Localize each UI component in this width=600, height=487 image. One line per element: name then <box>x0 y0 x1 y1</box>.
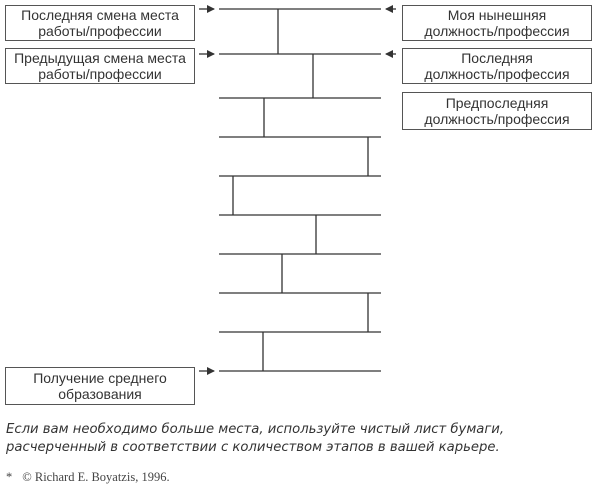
box-line: Предыдущая смена места <box>14 50 186 66</box>
box-line: образования <box>58 386 142 402</box>
copyright-footnote: * © Richard E. Boyatzis, 1996. <box>6 470 170 485</box>
note-line-2: расчерченный в соответствии с количество… <box>6 440 500 455</box>
box-line: Последняя смена места <box>21 7 179 23</box>
footnote-text: © Richard E. Boyatzis, 1996. <box>22 470 170 484</box>
box-line: Моя нынешняя <box>447 7 547 23</box>
box-line: Последняя <box>461 50 533 66</box>
ladder-connectors <box>232 9 369 371</box>
box-line: Предпоследняя <box>445 95 549 111</box>
box-penultimate-position: Предпоследняя должность/профессия <box>402 92 592 130</box>
box-secondary-education: Получение среднего образования <box>5 367 195 405</box>
box-line: Получение среднего <box>33 370 167 386</box>
ladder-rungs <box>219 8 381 372</box>
note-line-1: Если вам необходимо больше места, исполь… <box>6 422 505 437</box>
footnote-marker: * <box>6 470 13 484</box>
box-previous-change-of-place: Предыдущая смена места работы/профессии <box>5 48 195 84</box>
pointer-arrows <box>199 5 396 375</box>
box-current-position: Моя нынешняя должность/профессия <box>402 5 592 41</box>
box-last-change-of-place: Последняя смена места работы/профессии <box>5 5 195 41</box>
box-line: должность/профессия <box>424 66 570 82</box>
box-last-position: Последняя должность/профессия <box>402 48 592 84</box>
box-line: должность/профессия <box>424 111 570 127</box>
box-line: должность/профессия <box>424 23 570 39</box>
box-line: работы/профессии <box>38 23 162 39</box>
box-line: работы/профессии <box>38 66 162 82</box>
